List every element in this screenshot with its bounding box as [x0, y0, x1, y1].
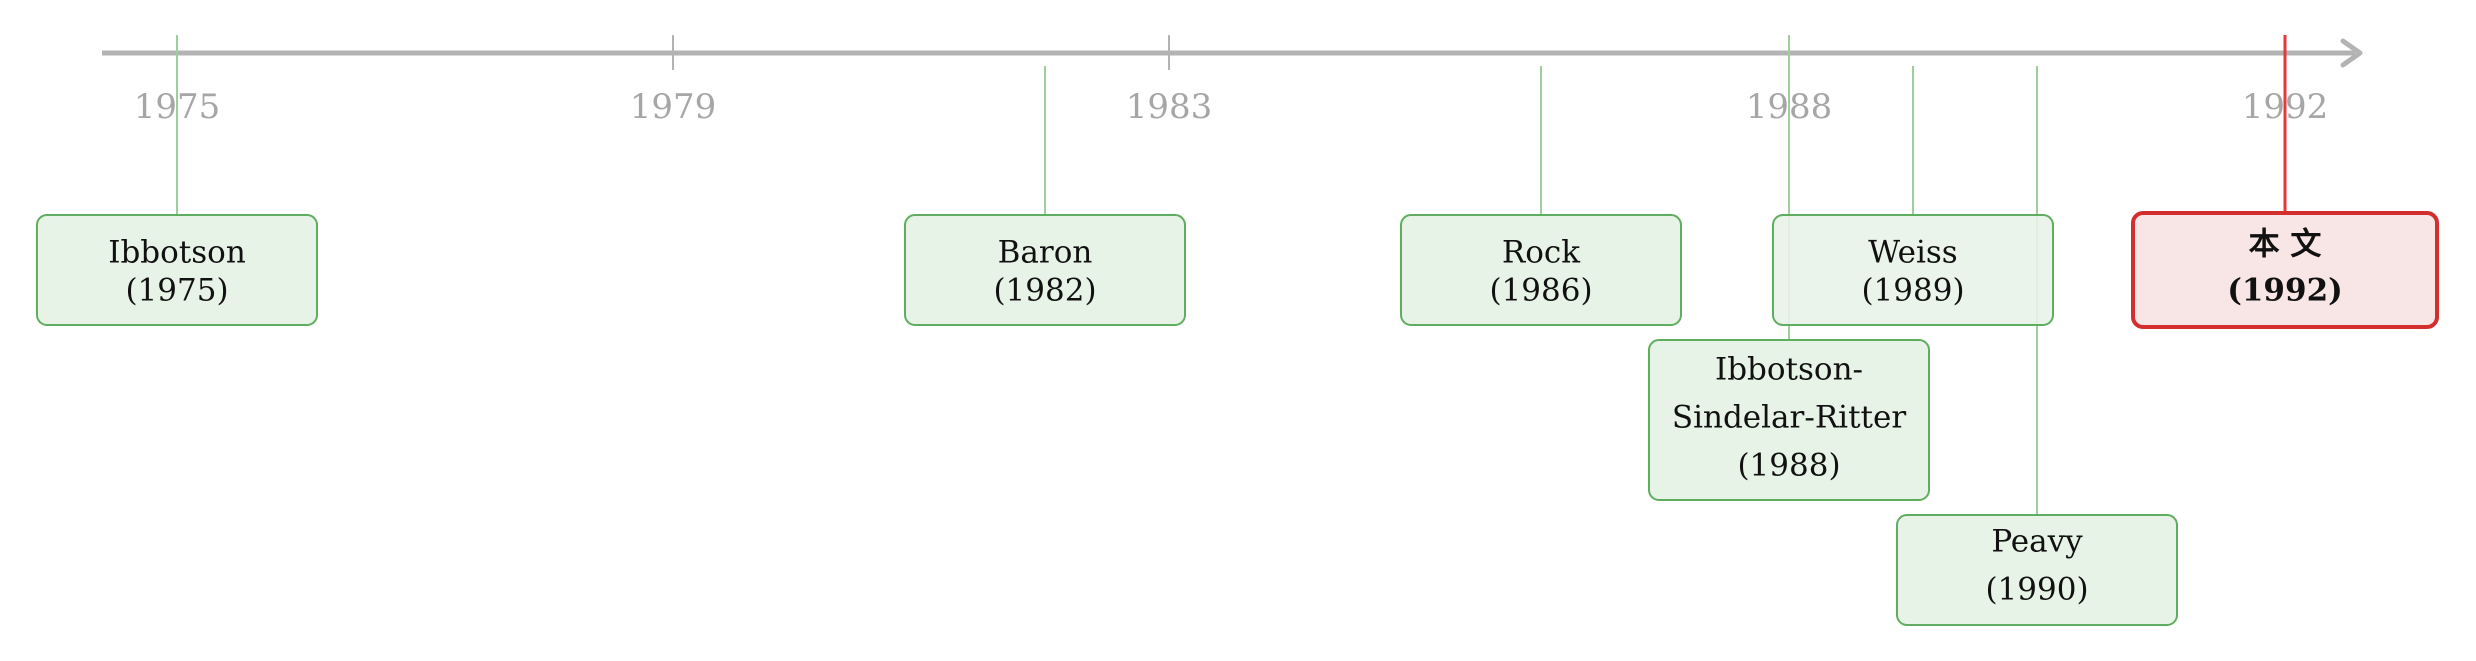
event-year: (1990): [1985, 572, 2088, 608]
event-name: Weiss: [1868, 235, 1957, 271]
highlight-event-box: [2131, 211, 2439, 329]
axis-arrowhead: [2340, 38, 2363, 68]
event-year: (1982): [993, 273, 1096, 309]
event-name: 本 文: [2249, 227, 2322, 263]
event-node-rock: Rock (1986): [1400, 214, 1682, 326]
event-box: [904, 214, 1186, 326]
event-year: (1975): [125, 273, 228, 309]
event-box: [1400, 214, 1682, 326]
event-node-peavy: Peavy (1990): [1896, 514, 2178, 626]
event-year: (1986): [1489, 273, 1592, 309]
event-node-this-paper: 本 文 (1992): [2131, 211, 2439, 329]
event-year: (1988): [1737, 448, 1840, 484]
event-box: [1772, 214, 2054, 326]
event-box: [1896, 514, 2178, 626]
event-name: Rock: [1502, 235, 1580, 271]
event-name: Peavy: [1991, 524, 2083, 560]
event-node-ibbotson: Ibbotson (1975): [36, 214, 318, 326]
event-box: [1648, 339, 1930, 501]
event-node-ibbotson-sindelar-ritter: Ibbotson- Sindelar-Ritter (1988): [1648, 339, 1930, 501]
tick-label: 1979: [630, 87, 717, 127]
event-node-weiss: Weiss (1989): [1772, 214, 2054, 326]
event-node-baron: Baron (1982): [904, 214, 1186, 326]
event-name: Ibbotson: [108, 235, 246, 271]
tick-label: 1983: [1126, 87, 1213, 127]
event-year: (1992): [2227, 273, 2343, 309]
event-name: Baron: [998, 235, 1093, 271]
event-name-line1: Ibbotson-: [1715, 352, 1863, 388]
event-year: (1989): [1861, 273, 1964, 309]
event-name-line2: Sindelar-Ritter: [1672, 400, 1907, 436]
event-box: [36, 214, 318, 326]
